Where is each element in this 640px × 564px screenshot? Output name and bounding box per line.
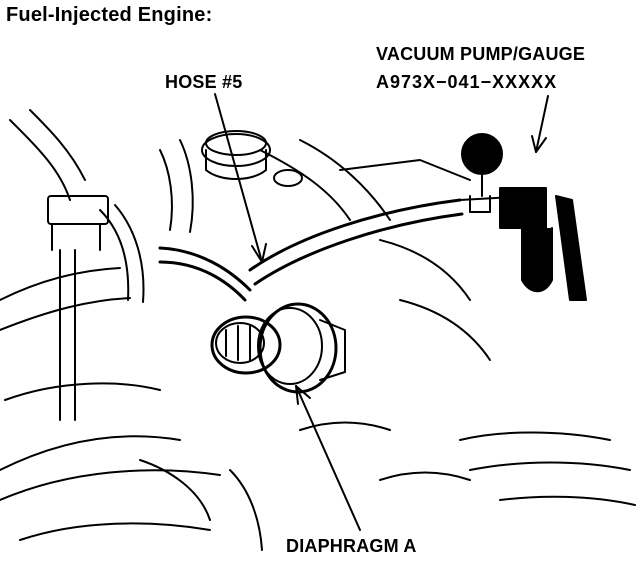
leader-arrows [214, 93, 549, 531]
hose-5 [158, 198, 464, 302]
pump-part-number: A973X−041−XXXXX [376, 72, 558, 92]
pump-label: VACUUM PUMP/GAUGE [376, 44, 586, 64]
diaphragm-label: DIAPHRAGM A [286, 536, 417, 556]
pump-arrow [535, 95, 549, 153]
engine-bay-lines [0, 109, 636, 551]
hose-label: HOSE #5 [165, 72, 243, 92]
diaphragm-a [210, 302, 346, 394]
filler-cap [201, 130, 303, 187]
diaphragm-arrow [295, 385, 361, 531]
vacuum-pump-gauge [459, 133, 587, 301]
page-title: Fuel-Injected Engine: [6, 4, 213, 26]
hose-arrow [214, 93, 263, 263]
